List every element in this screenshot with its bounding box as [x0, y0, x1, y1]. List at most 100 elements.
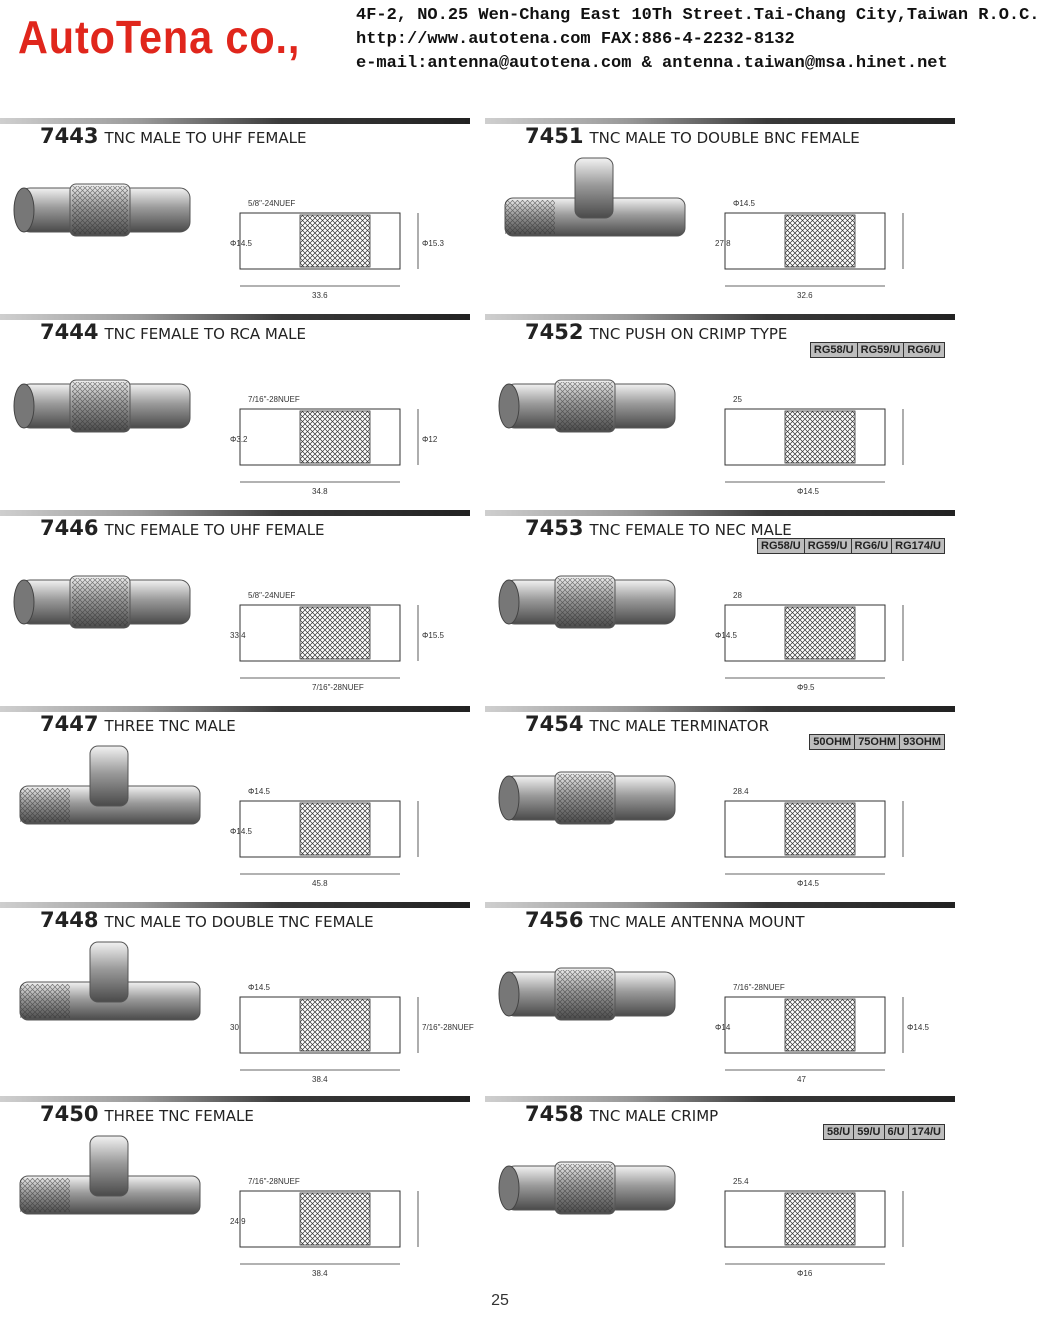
- product-title: 7444 TNC FEMALE TO RCA MALE: [40, 320, 306, 344]
- product-7450: 7450 THREE TNC FEMALE 7/16"-28NUEF 38.4 24.9: [0, 1096, 470, 1286]
- cable-tag: RG58/U: [758, 539, 804, 553]
- dimension-drawing: 7/16"-28NUEF 38.4 24.9: [230, 1177, 419, 1278]
- section-rule: [0, 118, 470, 124]
- dimension-label: Φ15.3: [422, 239, 445, 248]
- cable-tag: RG58/U: [810, 343, 857, 357]
- product-code: 7443: [40, 124, 99, 148]
- dimension-drawing: 7/16"-28NUEF 47 Φ14 Φ14.5: [715, 983, 930, 1084]
- section-rule: [0, 510, 470, 516]
- product-description: TNC FEMALE TO UHF FEMALE: [104, 521, 325, 539]
- product-code: 7448: [40, 908, 99, 932]
- dimension-label: 5/8"-24NUEF: [248, 199, 295, 208]
- dimension-label: Φ14.5: [230, 239, 253, 248]
- dimension-label: 7/16"-28NUEF: [248, 1177, 300, 1186]
- cable-tag: RG6/U: [850, 539, 892, 553]
- dimension-label: 47: [797, 1075, 806, 1084]
- product-description: TNC MALE TO DOUBLE BNC FEMALE: [589, 129, 860, 147]
- dimension-label: 30: [230, 1023, 239, 1032]
- product-title: 7443 TNC MALE TO UHF FEMALE: [40, 124, 306, 148]
- cable-tag: 6/U: [883, 1125, 908, 1139]
- dimension-label: Φ14.5: [733, 199, 756, 208]
- connector-photo: [498, 967, 676, 1021]
- product-code: 7444: [40, 320, 99, 344]
- section-rule: [485, 706, 955, 712]
- product-code: 7452: [525, 320, 584, 344]
- product-description: TNC MALE TERMINATOR: [589, 717, 770, 735]
- company-contact: 4F-2, NO.25 Wen-Chang East 10Th Street.T…: [356, 4, 1040, 76]
- product-title: 7447 THREE TNC MALE: [40, 712, 236, 736]
- section-rule: [0, 902, 470, 908]
- dimension-label: Φ14.5: [797, 487, 820, 496]
- dimension-label: Φ14.5: [248, 787, 271, 796]
- dimension-label: Φ14.5: [248, 983, 271, 992]
- connector-photo: [19, 941, 201, 1021]
- dimension-label: 7/16"-28NUEF: [312, 683, 364, 692]
- product-description: TNC MALE TO UHF FEMALE: [104, 129, 307, 147]
- page-number: 25: [491, 1292, 509, 1309]
- web-fax-line: http://www.autotena.com FAX:886-4-2232-8…: [356, 30, 795, 49]
- connector-photo: [498, 575, 676, 629]
- dimension-label: Φ14.5: [907, 1023, 930, 1032]
- dimension-label: Φ3.2: [230, 435, 248, 444]
- product-description: TNC FEMALE TO RCA MALE: [104, 325, 306, 343]
- cable-tag: 50OHM: [810, 735, 855, 749]
- dimension-label: 33.4: [230, 631, 246, 640]
- dimension-label: 7/16"-28NUEF: [733, 983, 785, 992]
- product-code: 7447: [40, 712, 99, 736]
- cable-tag: 75OHM: [854, 735, 900, 749]
- dimension-label: 25.4: [733, 1177, 749, 1186]
- dimension-label: 45.8: [312, 879, 328, 888]
- dimension-drawing: Φ14.5 32.6 27.8: [715, 199, 904, 300]
- section-rule: [0, 706, 470, 712]
- product-description: THREE TNC MALE: [104, 717, 236, 735]
- cable-tag: 58/U: [824, 1125, 854, 1139]
- dimension-label: Φ14: [715, 1023, 731, 1032]
- product-code: 7450: [40, 1102, 99, 1126]
- dimension-label: 24.9: [230, 1217, 246, 1226]
- product-title: 7448 TNC MALE TO DOUBLE TNC FEMALE: [40, 908, 374, 932]
- section-rule: [485, 902, 955, 908]
- product-description: TNC MALE TO DOUBLE TNC FEMALE: [104, 913, 374, 931]
- cable-tag: RG6/U: [903, 343, 944, 357]
- dimension-label: 38.4: [312, 1269, 328, 1278]
- product-title: 7450 THREE TNC FEMALE: [40, 1102, 254, 1126]
- connector-photo: [498, 1161, 676, 1215]
- cable-tag: 93OHM: [899, 735, 944, 749]
- product-figure: 7/16"-28NUEF 47 Φ14 Φ14.5: [498, 967, 930, 1084]
- product-figure: Φ14.5 32.6 27.8: [504, 157, 904, 300]
- dimension-label: Φ14.5: [715, 631, 738, 640]
- product-code: 7446: [40, 516, 99, 540]
- dimension-label: 5/8"-24NUEF: [248, 591, 295, 600]
- product-description: THREE TNC FEMALE: [104, 1107, 254, 1125]
- dimension-label: 32.6: [797, 291, 813, 300]
- dimension-label: Φ12: [422, 435, 438, 444]
- dimension-label: Φ9.5: [797, 683, 815, 692]
- dimension-label: 27.8: [715, 239, 731, 248]
- section-rule: [485, 118, 955, 124]
- section-rule: [485, 510, 955, 516]
